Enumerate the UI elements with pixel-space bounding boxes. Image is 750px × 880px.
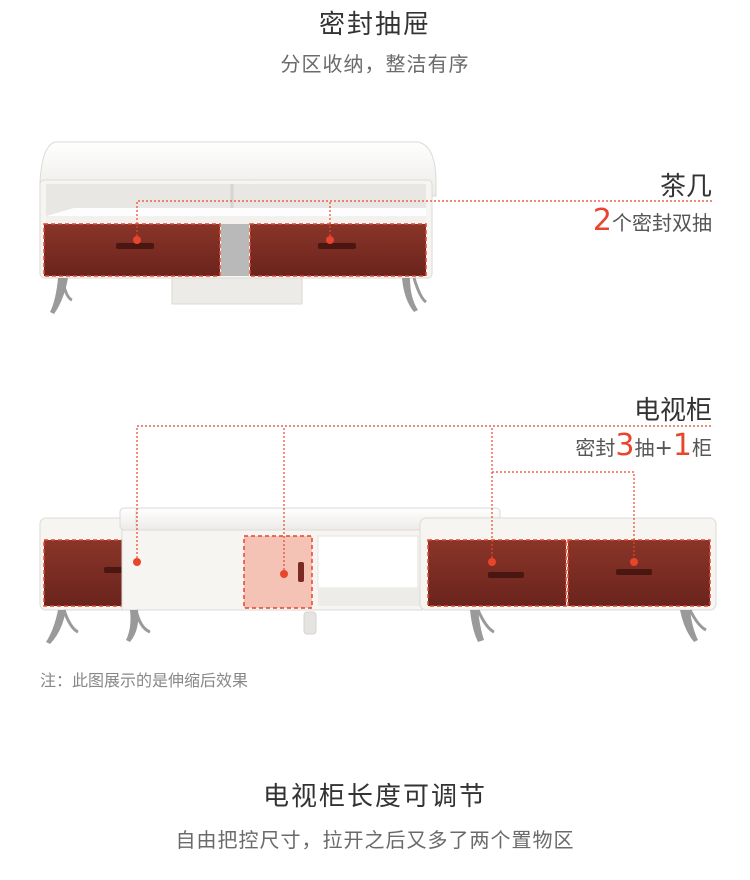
coffee-drawer-right	[250, 224, 426, 276]
footnote: 注：此图展示的是伸缩后效果	[40, 671, 249, 690]
tv-drawer-word: 抽	[634, 436, 655, 460]
coffee-table-desc: 2个密封双抽	[593, 203, 712, 238]
tv-plus: +	[654, 436, 673, 461]
tv-cabinet-desc: 密封3抽+1柜	[575, 428, 712, 463]
tv-cabinet-label: 电视柜	[633, 396, 712, 426]
coffee-table	[39, 141, 712, 314]
section-subtitle: 分区收纳，整洁有序	[280, 52, 470, 76]
tv-cabinet-word: 柜	[692, 436, 712, 460]
tv-cabinet-count: 1	[672, 428, 692, 463]
coffee-drawer-desc: 个密封双抽	[612, 211, 712, 235]
coffee-table-label: 茶几	[659, 172, 712, 202]
tv-drawer-count: 3	[615, 428, 635, 463]
tv-cabinet	[39, 425, 717, 644]
bottom-title: 电视柜长度可调节	[262, 782, 487, 812]
section-title: 密封抽屉	[318, 10, 431, 40]
bottom-subtitle: 自由把控尺寸，拉开之后又多了两个置物区	[175, 828, 575, 852]
coffee-drawer-left	[44, 224, 220, 276]
tv-desc-prefix: 密封	[575, 436, 616, 460]
coffee-drawer-count: 2	[592, 203, 612, 238]
